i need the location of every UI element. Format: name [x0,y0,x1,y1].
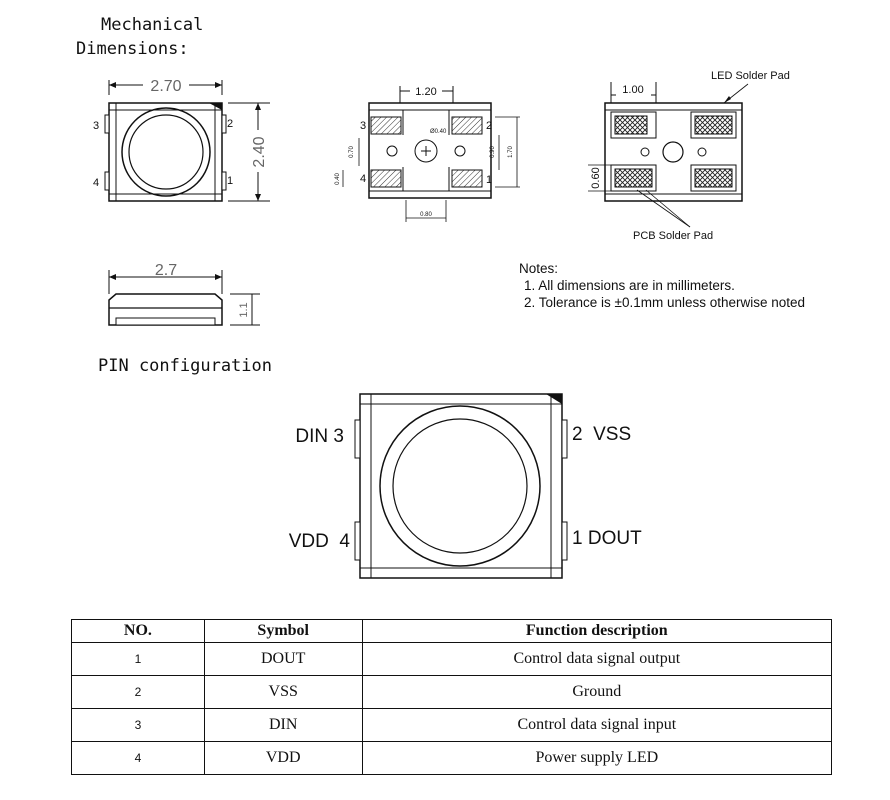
bottom-pitch-dim: 1.20 [415,86,436,98]
cell-function: Ground [361,675,833,709]
pad-width-dim: 1.00 [622,84,643,96]
top-pin-2: 2 [227,118,233,130]
bottom-right-dim-2: 1.70 [508,146,514,158]
top-pin-4: 4 [93,177,99,189]
top-pin-3: 3 [93,120,99,132]
side-width-dim: 2.7 [155,262,177,279]
side-view-drawing: 2.7 1.1 [108,262,260,326]
header-symbol: Symbol [203,619,363,643]
top-pin-1: 1 [227,175,233,187]
header-function: Function description [361,619,833,643]
top-width-dim: 2.70 [150,78,181,95]
top-height-dim: 2.40 [251,136,268,167]
cell-no: 4 [71,741,205,775]
bottom-pad-height-dim: 0.40 [335,173,341,185]
table-row: 4 VDD Power supply LED [71,741,833,775]
pad-height-dim: 0.60 [590,167,602,188]
bottom-pin-4: 4 [360,173,366,185]
bottom-pin-2: 2 [486,120,492,132]
bottom-pin-3: 3 [360,120,366,132]
pin-label-vdd: VDD 4 [289,531,351,552]
bottom-view-drawing: 1.20 Ø0.40 3 2 4 1 0.70 0.40 [335,86,520,222]
bottom-hole-dim: Ø0.40 [430,129,447,135]
cell-symbol: VSS [203,675,363,709]
notes-title: Notes: [519,261,559,276]
table-header-row: NO. Symbol Function description [71,619,833,643]
cell-function: Control data signal output [361,642,833,676]
table-row: 3 DIN Control data signal input [71,708,833,742]
cell-symbol: DOUT [203,642,363,676]
cell-no: 1 [71,642,205,676]
bottom-pin-1: 1 [486,174,492,186]
cell-no: 3 [71,708,205,742]
pin-diagram: DIN 3 2 VSS VDD 4 1 DOUT [289,393,642,579]
cell-symbol: DIN [203,708,363,742]
top-view-drawing: 2.70 3 2 4 1 2.40 [93,78,270,202]
pin-label-din: DIN 3 [295,426,344,447]
pin-label-dout: 1 DOUT [572,528,642,549]
cell-function: Control data signal input [361,708,833,742]
pin-function-table: NO. Symbol Function description 1 DOUT C… [71,619,833,775]
cell-symbol: VDD [203,741,363,775]
mechanical-heading: Mechanical [101,15,204,35]
cell-function: Power supply LED [361,741,833,775]
led-solder-pad-label: LED Solder Pad [711,70,790,82]
pad-view-drawing: 1.00 0.60 LED Solder Pad PCB Solder Pad [588,70,790,242]
note-item: 1. All dimensions are in millimeters. [524,278,735,293]
cell-no: 2 [71,675,205,709]
bottom-left-dim: 0.70 [349,146,355,158]
dimensions-heading: Dimensions: [76,39,189,59]
side-height-dim: 1.1 [238,302,250,317]
table-row: 1 DOUT Control data signal output [71,642,833,676]
notes: Notes: 1. All dimensions are in millimet… [519,260,805,311]
table-row: 2 VSS Ground [71,675,833,709]
pin-label-vss: 2 VSS [572,424,631,445]
note-item: 2. Tolerance is ±0.1mm unless otherwise … [524,295,806,310]
pcb-solder-pad-label: PCB Solder Pad [633,230,713,242]
bottom-right-dim-1: 0.90 [490,146,496,158]
pin-config-heading: PIN configuration [98,356,272,376]
header-no: NO. [71,619,205,643]
bottom-width-dim: 0.80 [420,212,432,218]
